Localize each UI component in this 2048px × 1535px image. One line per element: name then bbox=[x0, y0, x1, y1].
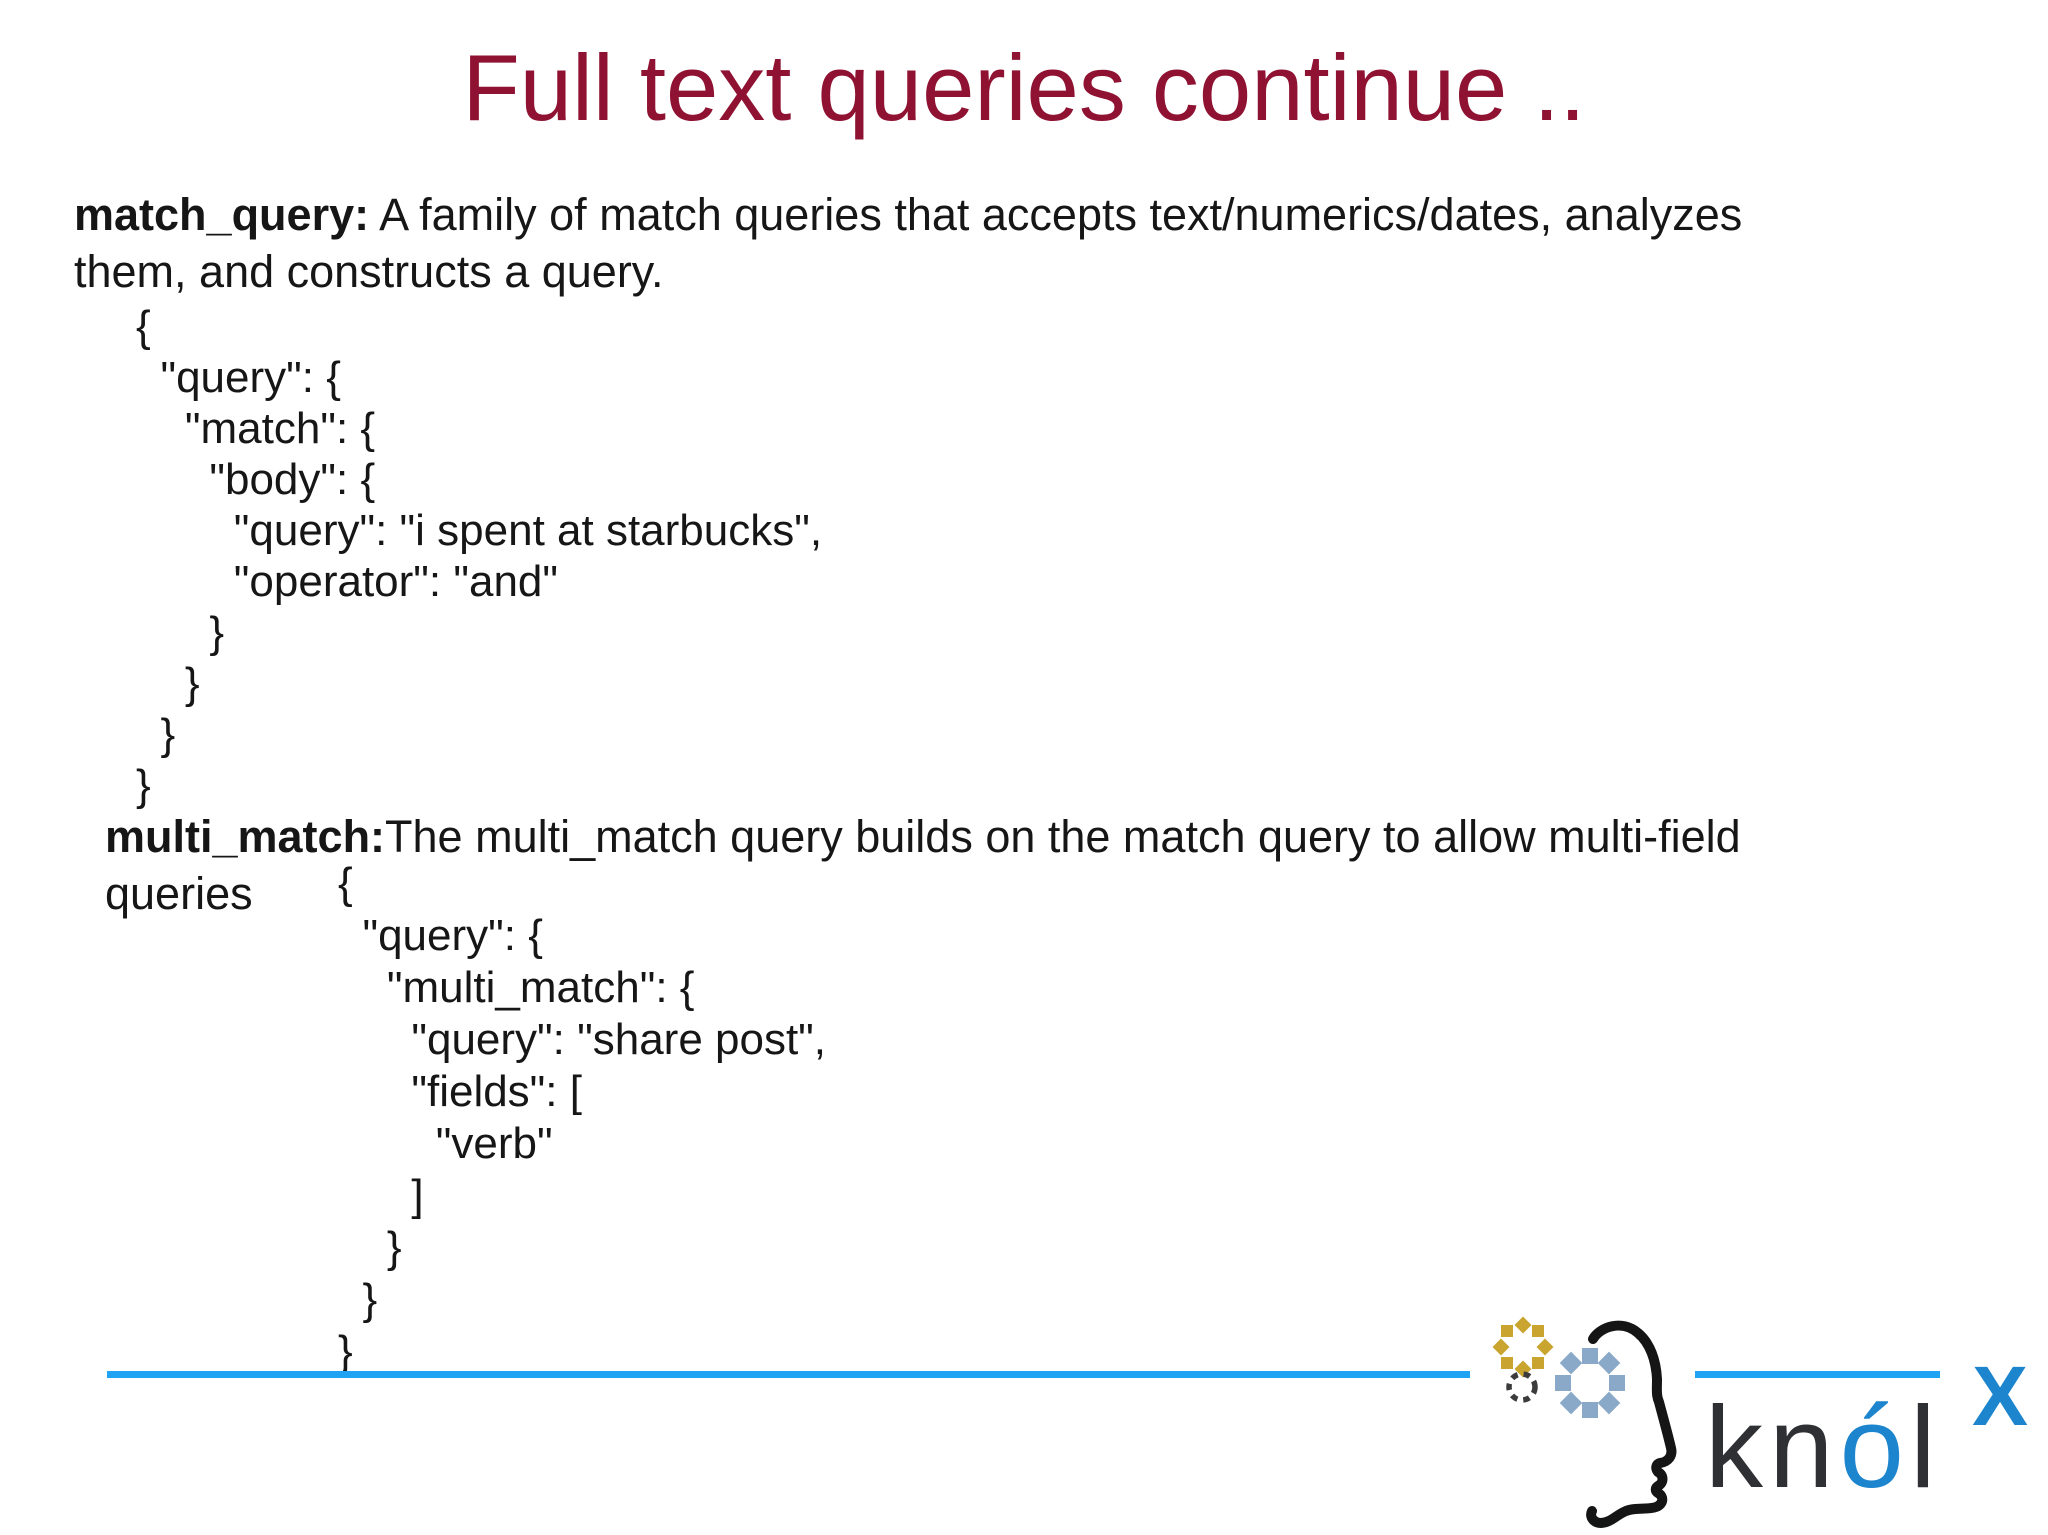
code-line: "query": "share post", bbox=[338, 1015, 827, 1064]
code-line: "multi_match": { bbox=[338, 963, 695, 1012]
code-line: } bbox=[136, 710, 176, 759]
multi-match-desc-line1: The multi_match query builds on the matc… bbox=[385, 811, 1741, 862]
code-line: "fields": [ bbox=[338, 1067, 582, 1116]
code-line: } bbox=[136, 659, 200, 708]
code-line: "query": "i spent at starbucks", bbox=[136, 506, 823, 555]
multi-match-desc-line2: queries bbox=[105, 868, 253, 919]
logo-wordmark-o: ó bbox=[1839, 1382, 1911, 1512]
slide-title: Full text queries continue .. bbox=[462, 35, 1586, 140]
code-line: } bbox=[338, 1275, 378, 1324]
code-line: } bbox=[338, 1327, 353, 1376]
multi-match-code-block: { "query": { "multi_match": { "query": "… bbox=[338, 858, 826, 1378]
head-profile-icon bbox=[1586, 1320, 1677, 1528]
gear-dotted-icon bbox=[1506, 1371, 1538, 1403]
code-line: "verb" bbox=[338, 1119, 553, 1168]
multi-match-term: multi_match: bbox=[105, 811, 386, 862]
logo-wordmark-kn: kn bbox=[1705, 1382, 1840, 1512]
match-query-desc-line2: them, and constructs a query. bbox=[74, 246, 664, 297]
logo-wordmark-l: l bbox=[1910, 1382, 1942, 1512]
code-line: "query": { bbox=[136, 353, 341, 402]
match-query-code-block: { "query": { "match": { "body": { "query… bbox=[136, 301, 822, 811]
bottom-divider-line bbox=[107, 1371, 1470, 1378]
code-line: { bbox=[136, 302, 151, 351]
gear-yellow-icon bbox=[1492, 1316, 1554, 1378]
logo-wordmark: knól bbox=[1705, 1389, 1942, 1505]
logo-accent-line bbox=[1695, 1371, 1940, 1378]
multi-match-description: multi_match:The multi_match query builds… bbox=[105, 808, 1741, 922]
knolx-logo-icon bbox=[1492, 1316, 1677, 1528]
match-query-description: match_query: A family of match queries t… bbox=[74, 186, 1742, 300]
match-query-term: match_query: bbox=[74, 189, 370, 240]
code-line: } bbox=[136, 608, 225, 657]
code-line: } bbox=[136, 761, 151, 810]
logo-superscript-x: X bbox=[1972, 1349, 2029, 1443]
match-query-desc-line1: A family of match queries that accepts t… bbox=[369, 189, 1743, 240]
code-line: } bbox=[338, 1223, 402, 1272]
code-line: "body": { bbox=[136, 455, 376, 504]
code-line: "query": { bbox=[338, 911, 543, 960]
code-line: "operator": "and" bbox=[136, 557, 559, 606]
code-line: ] bbox=[338, 1171, 424, 1220]
code-line: "match": { bbox=[136, 404, 376, 453]
gear-steel-icon bbox=[1555, 1348, 1625, 1418]
code-line: { bbox=[338, 859, 353, 908]
